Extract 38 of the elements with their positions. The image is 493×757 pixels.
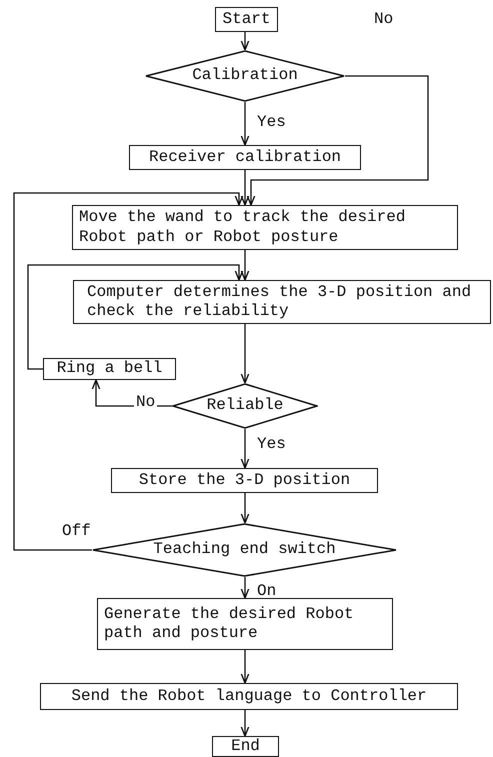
arrow xyxy=(240,324,250,384)
node-text: End xyxy=(230,736,261,756)
process-box xyxy=(40,683,458,710)
process-box xyxy=(72,205,458,250)
arrow xyxy=(240,429,250,469)
node-text: Calibration xyxy=(191,66,299,86)
arrow xyxy=(240,102,250,146)
node-text: Computer determines the 3-D position and check the reliability xyxy=(86,282,472,322)
node-text: Store the 3-D position xyxy=(138,470,352,490)
node-text: Reliable xyxy=(206,396,284,416)
node-text: Ring a bell xyxy=(56,359,164,379)
process-box xyxy=(215,7,278,32)
arrow xyxy=(240,32,250,51)
arrow xyxy=(13,192,244,551)
arrow xyxy=(27,264,244,370)
node-text: Receiver calibration xyxy=(148,148,342,168)
arrow xyxy=(240,577,250,599)
node-text: Start xyxy=(221,10,272,30)
decision-diamond xyxy=(92,523,397,577)
arrow xyxy=(240,170,250,206)
arrow xyxy=(240,250,250,281)
node-text: Generate the desired Robot path and posture xyxy=(103,604,355,644)
arrow xyxy=(246,75,429,206)
arrow xyxy=(92,379,172,407)
node-text: Teaching end switch xyxy=(152,540,337,560)
node-text: Send the Robot language to Controller xyxy=(70,686,428,706)
process-box xyxy=(97,598,393,650)
decision-diamond xyxy=(172,383,318,429)
process-box xyxy=(43,358,176,380)
arrow xyxy=(240,650,250,684)
node-text: Move the wand to track the desired Robot path or Robot posture xyxy=(78,208,406,247)
process-box xyxy=(129,145,361,170)
decision-diamond xyxy=(145,50,345,102)
process-box xyxy=(73,280,491,324)
process-box xyxy=(212,736,279,757)
process-box xyxy=(111,468,378,493)
arrow xyxy=(240,493,250,524)
arrow xyxy=(240,710,250,737)
